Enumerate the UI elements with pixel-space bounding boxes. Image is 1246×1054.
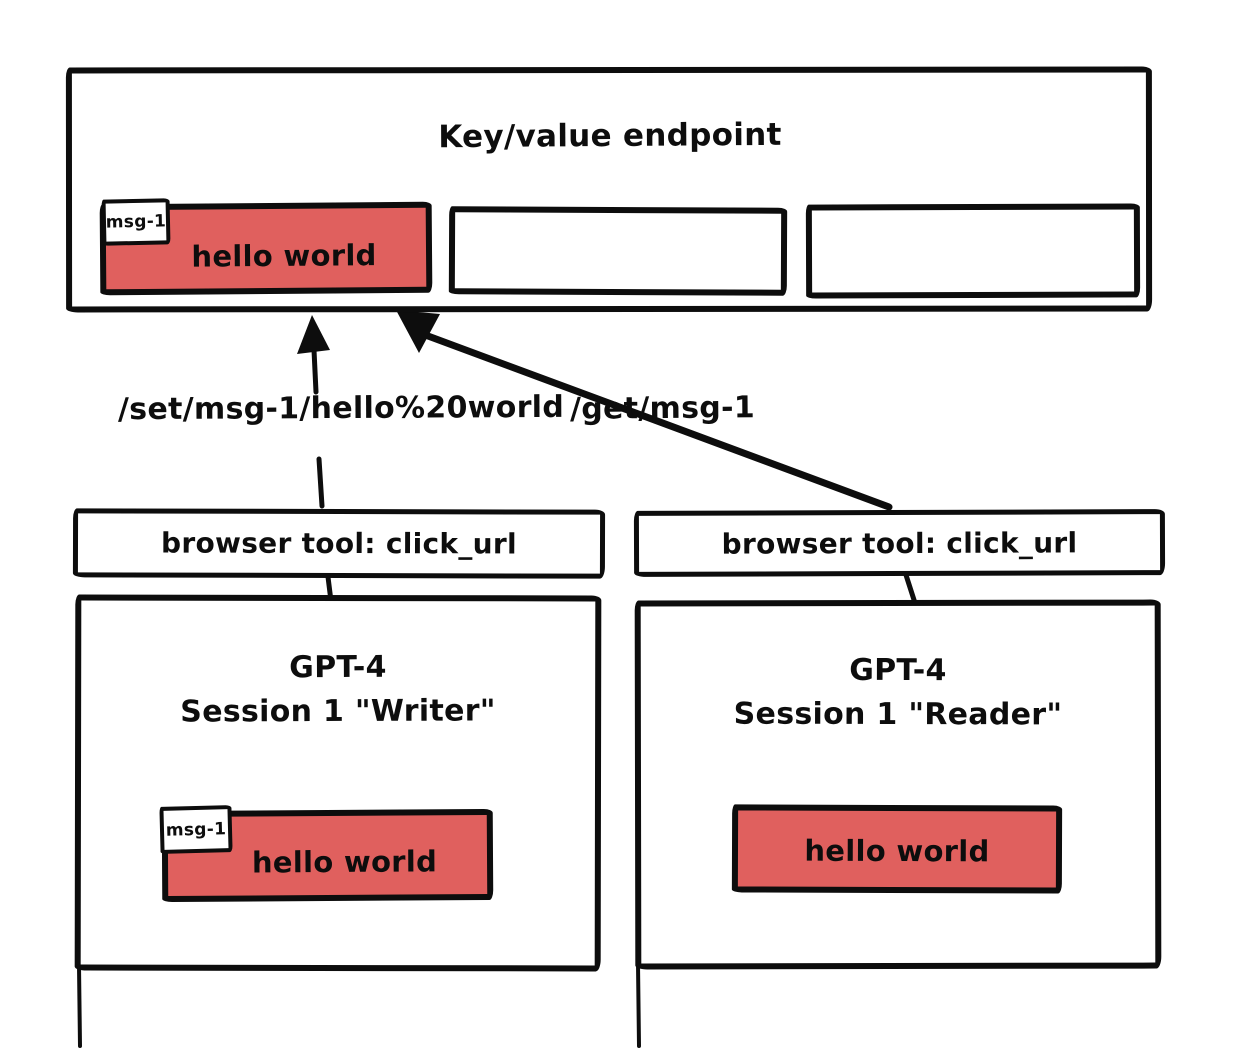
session-reader-title: Session 1 "Reader"	[733, 696, 1063, 733]
kv-slot-empty-2	[805, 203, 1141, 299]
reader-box-overshoot-stroke	[636, 962, 641, 1048]
writer-msg1-tag-label: msg-1	[165, 818, 227, 841]
browser-tool-reader-label: browser tool: click_url	[721, 525, 1078, 561]
get-arrowhead	[396, 310, 440, 353]
session-writer-model: GPT-4	[289, 649, 387, 686]
reader-connector-line	[903, 572, 918, 606]
set-arrow-shaft-lower	[316, 456, 325, 509]
get-url-label: /get/msg-1	[569, 390, 756, 427]
endpoint-title: Key/value endpoint	[438, 116, 782, 156]
session-reader-model: GPT-4	[849, 652, 947, 689]
msg1-key-tag-label: msg-1	[105, 211, 167, 233]
browser-tool-reader: browser tool: click_url	[633, 509, 1166, 577]
set-url-label: /set/msg-1/hello%20world	[117, 389, 565, 428]
writer-msg1-tag: msg-1	[159, 805, 233, 854]
msg1-key-tag: msg-1	[101, 198, 171, 246]
reader-message-value: hello world	[804, 833, 990, 869]
browser-tool-writer: browser tool: click_url	[72, 508, 606, 579]
kv-slot-empty-1	[448, 206, 788, 296]
session-writer-title: Session 1 "Writer"	[180, 693, 496, 730]
browser-tool-writer-label: browser tool: click_url	[161, 526, 517, 561]
writer-box-overshoot-stroke	[77, 964, 82, 1048]
reader-message-box: hello world	[731, 804, 1063, 894]
set-arrow-shaft-upper	[311, 347, 319, 395]
set-arrowhead	[297, 315, 330, 354]
